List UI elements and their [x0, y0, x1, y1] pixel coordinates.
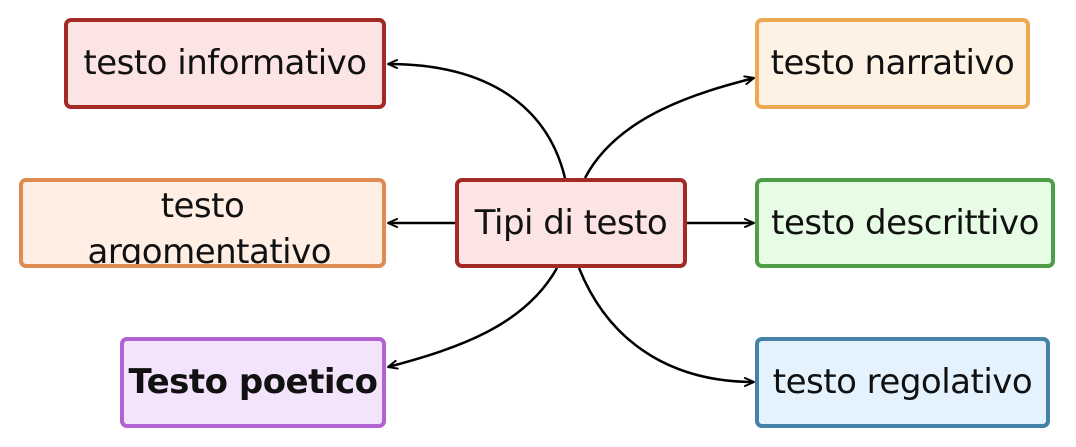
node-descrittivo-label: testo descrittivo: [771, 202, 1039, 243]
node-narrativo[interactable]: testo narrativo: [755, 18, 1030, 109]
node-poetico-label: Testo poetico: [128, 362, 378, 403]
node-informativo[interactable]: testo informativo: [64, 18, 386, 109]
node-center-label: Tipi di testo: [474, 202, 668, 243]
node-center[interactable]: Tipi di testo: [455, 178, 687, 268]
node-argomentativo[interactable]: testo argomentativo: [19, 178, 386, 268]
node-argomentativo-label: testo argomentativo: [87, 186, 332, 268]
node-descrittivo[interactable]: testo descrittivo: [755, 178, 1055, 268]
connector-regolativo: [577, 267, 755, 387]
node-poetico[interactable]: Testo poetico: [120, 337, 386, 428]
node-regolativo-label: testo regolativo: [772, 362, 1033, 403]
node-informativo-label: testo informativo: [83, 43, 367, 84]
connector-narrativo: [583, 75, 755, 179]
connector-informativo: [387, 59, 567, 179]
node-regolativo[interactable]: testo regolativo: [755, 337, 1050, 428]
connector-poetico: [387, 267, 559, 370]
node-narrativo-label: testo narrativo: [770, 43, 1015, 84]
